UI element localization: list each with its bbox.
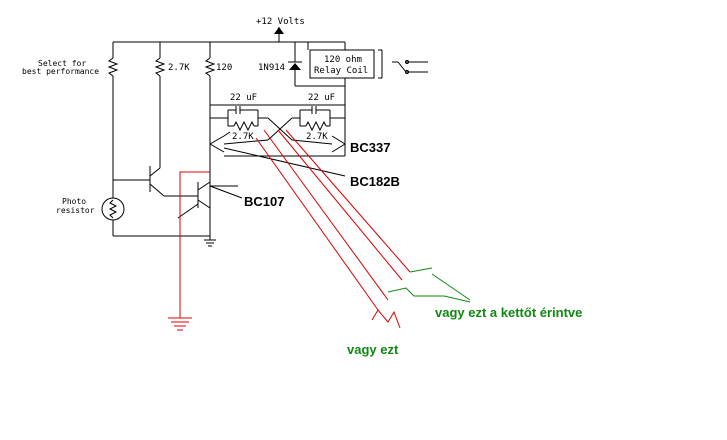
r-left-label: 2.7K xyxy=(232,132,254,142)
diode-label: 1N914 xyxy=(258,63,285,73)
text-labels: +12 Volts Select for best performance 2.… xyxy=(22,17,400,215)
select-label-2: best performance xyxy=(22,67,99,76)
supply-label: +12 Volts xyxy=(256,17,305,27)
r-2k7-label: 2.7K xyxy=(168,63,190,73)
annotation-touch-pair: vagy ezt a kettőt érintve xyxy=(435,305,582,320)
bc337-label: BC337 xyxy=(350,140,390,155)
green-marks xyxy=(387,267,471,303)
select-label-1: Select for xyxy=(38,59,86,68)
bc182b-label: BC182B xyxy=(350,174,400,189)
r-120-label: 120 xyxy=(216,63,232,73)
r-right-label: 2.7K xyxy=(306,132,328,142)
relay-label-1: 120 ohm xyxy=(324,55,362,65)
cap-left-label: 22 uF xyxy=(230,93,257,103)
relay-label-2: Relay Coil xyxy=(314,66,368,76)
bc107-label: BC107 xyxy=(244,194,284,209)
circuit xyxy=(101,27,428,247)
red-wires xyxy=(168,129,411,331)
cap-right-label: 22 uF xyxy=(308,93,335,103)
photo-label-2: resistor xyxy=(56,206,95,215)
photo-label-1: Photo xyxy=(62,197,86,206)
annotation-or-this: vagy ezt xyxy=(347,342,399,357)
